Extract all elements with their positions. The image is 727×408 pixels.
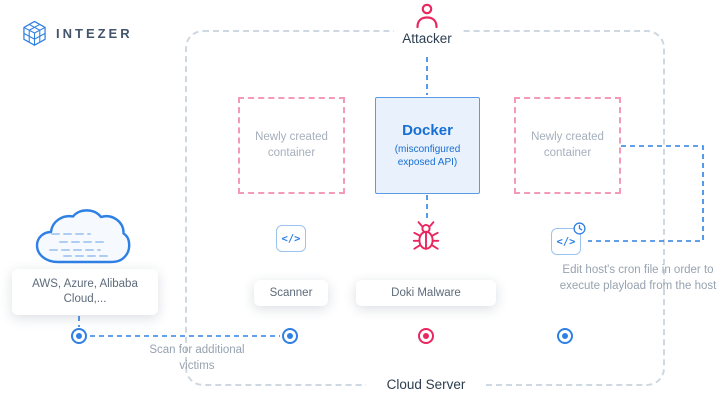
cloud-icon bbox=[30, 204, 132, 275]
bug-icon bbox=[410, 219, 442, 258]
container-left-label: Newly created container bbox=[255, 130, 328, 159]
cron-note: Edit host's cron file in order to execut… bbox=[559, 264, 717, 293]
cron-code-icon: </> bbox=[551, 222, 586, 255]
intezer-logo: INTEZER bbox=[22, 20, 133, 47]
container-right-label: Newly created container bbox=[531, 130, 604, 159]
newly-created-container-left: Newly created container bbox=[238, 97, 345, 194]
attacker-person-icon bbox=[416, 3, 438, 29]
docker-title: Docker bbox=[402, 122, 453, 139]
scanner-label: Scanner bbox=[254, 280, 328, 306]
doki-malware-label: Doki Malware bbox=[356, 280, 496, 306]
target-dot-doki bbox=[418, 328, 434, 344]
target-dot-cloud bbox=[71, 328, 87, 344]
target-dot-cron bbox=[557, 328, 573, 344]
connector-container-to-cron bbox=[588, 145, 704, 242]
attacker-label: Attacker bbox=[394, 30, 460, 47]
attacker-group: Attacker bbox=[392, 2, 462, 47]
docker-box: Docker (misconfigured exposed API) bbox=[375, 97, 480, 194]
cloud-server-label: Cloud Server bbox=[366, 377, 486, 392]
scanner-code-icon: </> bbox=[276, 225, 306, 252]
code-glyph: </> bbox=[281, 232, 301, 245]
clock-icon bbox=[573, 222, 586, 238]
newly-created-container-right: Newly created container bbox=[514, 97, 621, 194]
cloud-providers-label: AWS, Azure, Alibaba Cloud,... bbox=[12, 269, 158, 315]
intezer-cube-icon bbox=[23, 20, 46, 46]
code-glyph: </> bbox=[556, 235, 576, 248]
intezer-logo-text: INTEZER bbox=[56, 26, 133, 41]
target-dot-scanner bbox=[282, 328, 298, 344]
docker-subtitle: (misconfigured exposed API) bbox=[394, 144, 461, 168]
scan-note: Scan for additional victims bbox=[149, 344, 245, 373]
